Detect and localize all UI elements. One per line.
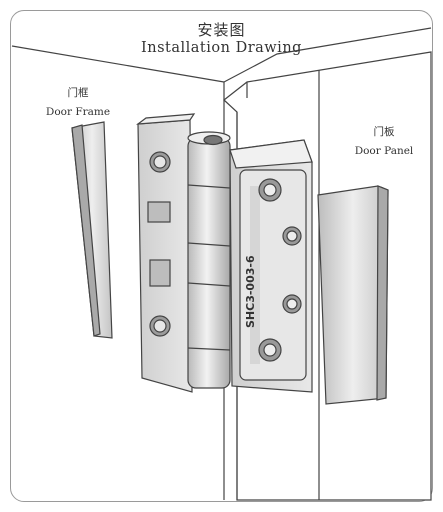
- door-panel-label-en: Door Panel: [354, 145, 414, 157]
- hinge-knuckle: [187, 137, 231, 389]
- title-cn: 安装图: [197, 21, 246, 39]
- hinge-pin-icon: [203, 134, 223, 146]
- door-panel-cover: [317, 185, 389, 405]
- door-panel-label: 门板 Door Panel: [345, 124, 423, 158]
- door-frame-label: 门框 Door Frame: [42, 85, 114, 119]
- door-frame-cover: [71, 121, 113, 339]
- page-title: 安装图 Installation Drawing: [0, 19, 443, 56]
- door-frame-label-en: Door Frame: [45, 106, 111, 118]
- part-code: SHC3-003-6: [244, 255, 257, 328]
- hinge: [135, 113, 313, 393]
- door-panel-label-cn: 门板: [373, 126, 395, 138]
- title-en: Installation Drawing: [141, 40, 302, 56]
- door-frame-label-cn: 门框: [67, 87, 89, 99]
